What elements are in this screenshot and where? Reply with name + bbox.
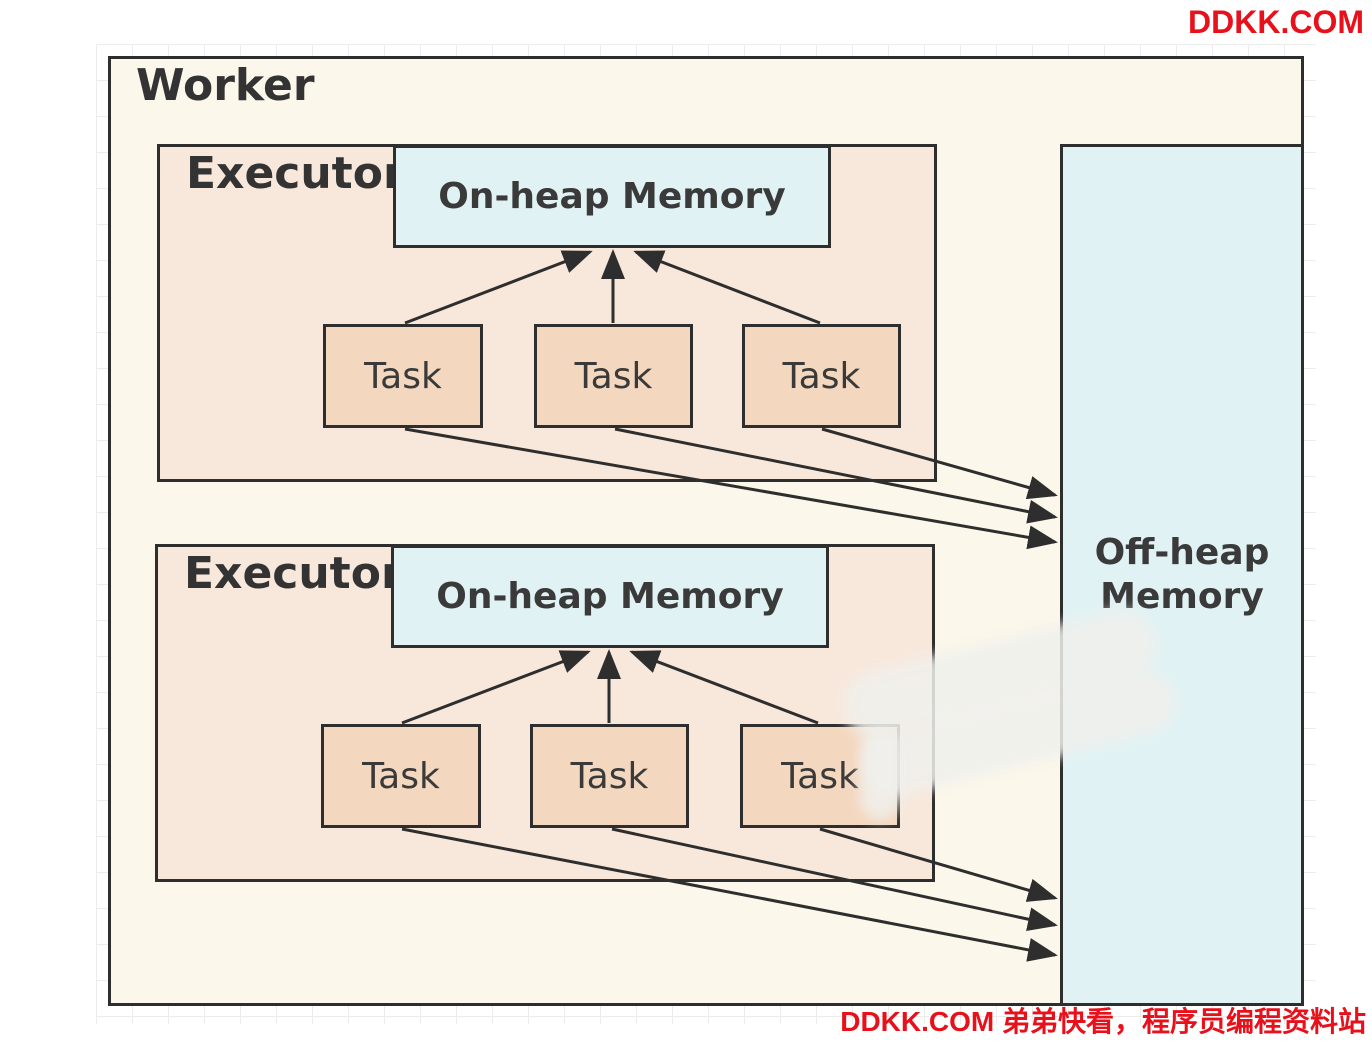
off-heap-label-line1: Off-heap bbox=[1094, 532, 1270, 573]
task-2-2: Task bbox=[530, 724, 689, 828]
arrow-task3-to-offheap-2 bbox=[819, 827, 1058, 902]
executor-title-2: Executor bbox=[184, 548, 403, 599]
worker-title: Worker bbox=[136, 60, 315, 111]
watermark-bottom: DDKK.COM 弟弟快看，程序员编程资料站 bbox=[840, 1006, 1366, 1037]
task-1-3: Task bbox=[742, 324, 901, 428]
watermark-top: DDKK.COM bbox=[1188, 4, 1364, 40]
task-2-1: Task bbox=[321, 724, 481, 828]
arrow-task3-to-onheap-2 bbox=[629, 650, 819, 725]
on-heap-memory-1: On-heap Memory bbox=[393, 145, 831, 248]
arrow-task3-to-onheap-1 bbox=[633, 250, 821, 325]
arrow-task2-to-offheap-2 bbox=[611, 827, 1058, 932]
arrow-task1-to-offheap-2 bbox=[401, 827, 1058, 962]
task-1-1: Task bbox=[323, 324, 483, 428]
arrow-task3-to-offheap-1 bbox=[821, 427, 1058, 500]
off-heap-memory: Off-heap Memory bbox=[1060, 144, 1304, 1006]
on-heap-memory-2: On-heap Memory bbox=[391, 545, 829, 648]
smudge-overlay-3 bbox=[860, 730, 900, 820]
arrow-task1-to-onheap-2 bbox=[401, 650, 591, 725]
executor-title-1: Executor bbox=[186, 148, 405, 199]
arrow-task2-to-offheap-1 bbox=[614, 427, 1058, 524]
arrow-task1-to-offheap-1 bbox=[404, 427, 1058, 550]
task-1-2: Task bbox=[534, 324, 693, 428]
arrow-task1-to-onheap-1 bbox=[404, 250, 593, 325]
